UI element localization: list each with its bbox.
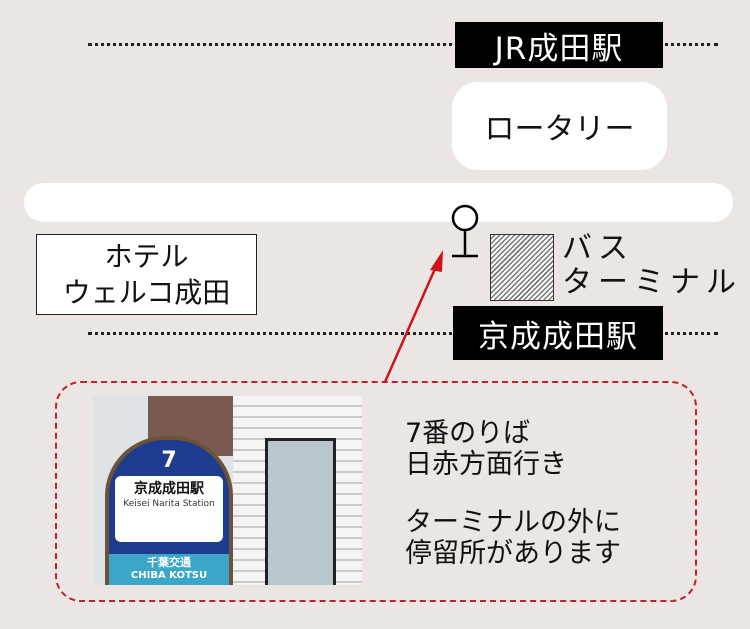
hotel-name-line2: ウェルコ成田 xyxy=(62,275,231,309)
bus-terminal-line2: ターミナル xyxy=(562,265,742,300)
jr-railway-line xyxy=(88,43,718,46)
keisei-narita-station-label: 京成成田駅 xyxy=(453,306,663,360)
bus-terminal-building xyxy=(490,234,554,301)
hotel-welco-narita: ホテル ウェルコ成田 xyxy=(36,234,257,315)
pointer-arrow xyxy=(383,250,443,383)
bus-stop-info: 7番のりば 日赤方面行き ターミナルの外に 停留所があります xyxy=(405,418,621,569)
sign-route-number: 7 xyxy=(161,448,177,473)
bus-terminal-line1: バス xyxy=(562,231,634,266)
bus-stop-icon xyxy=(451,204,479,258)
info-destination: 日赤方面行き xyxy=(405,449,567,480)
keisei-railway-line xyxy=(88,332,718,335)
bus-stop-callout xyxy=(55,381,697,602)
sign-operator: 千葉交通 xyxy=(147,556,191,569)
info-location-1: ターミナルの外に xyxy=(405,507,621,538)
jr-narita-station-label: JR成田駅 xyxy=(455,22,663,68)
hotel-name-line1: ホテル xyxy=(104,239,189,273)
info-location-2: 停留所があります xyxy=(405,538,621,569)
bus-terminal-label: バス ターミナル xyxy=(562,232,742,300)
sign-operator-en: CHIBA KOTSU xyxy=(130,570,208,581)
bus-stop-sign: 7 京成成田駅 Keisei Narita Station 千葉交通 CHIBA… xyxy=(105,436,233,585)
info-platform: 7番のりば xyxy=(405,418,531,449)
rotary-area: ロータリー xyxy=(452,82,667,170)
bus-stop-photo: 7 京成成田駅 Keisei Narita Station 千葉交通 CHIBA… xyxy=(93,396,362,585)
sign-station-name: 京成成田駅 xyxy=(134,481,204,497)
road xyxy=(24,183,733,222)
sign-station-name-en: Keisei Narita Station xyxy=(123,499,215,509)
